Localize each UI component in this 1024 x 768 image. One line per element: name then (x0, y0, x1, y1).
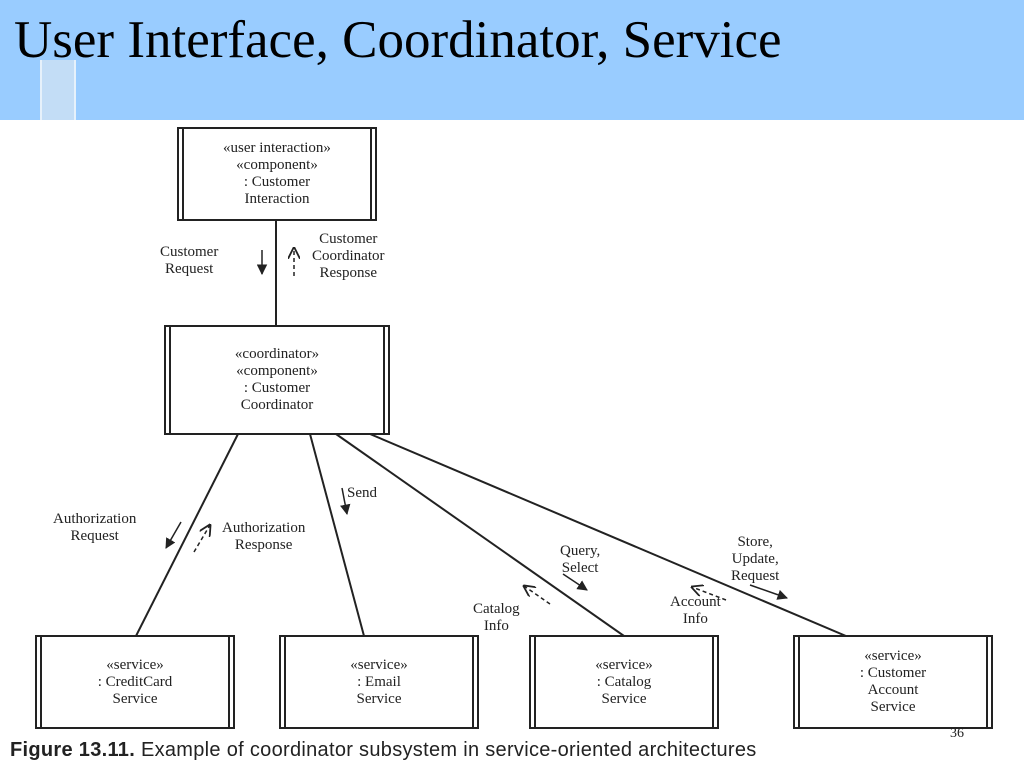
component-name: Service (112, 690, 158, 707)
message-label-line: Request (165, 261, 214, 277)
communication-diagram: «user interaction» «component» : Custome… (0, 120, 1024, 768)
figure-number: Figure 13.11. (10, 739, 136, 761)
customer-coordinator-response-label: Customer Coordinator Response (312, 231, 385, 282)
email-service-component: «service» : Email Service (279, 635, 479, 729)
stereotype-service: «service» (350, 656, 408, 673)
customer-account-service-component: «service» : Customer Account Service (793, 635, 993, 729)
message-label-line: Store, (737, 534, 773, 550)
component-name: : Catalog (596, 673, 652, 690)
message-label-line: Account (670, 594, 721, 610)
link-coordinator-email (309, 433, 365, 637)
message-label-line: Request (731, 568, 780, 584)
send-arrow (340, 487, 351, 516)
message-label-line: Request (70, 528, 119, 544)
link-coordinator-account (369, 433, 847, 637)
stereotype-coordinator: «coordinator» (234, 346, 320, 362)
catalog-info-arrow (524, 586, 551, 605)
page-number: 36 (950, 726, 964, 741)
component-name: : Email (357, 673, 401, 690)
component-name: : Customer (859, 665, 927, 681)
stereotype-component: «component» (236, 363, 318, 379)
message-label-line: Select (561, 560, 599, 576)
message-label-line: Send (347, 485, 377, 501)
component-name: Account (867, 682, 919, 698)
component-name: Service (870, 699, 916, 715)
account-info-arrow (692, 587, 727, 601)
stereotype-component: «component» (236, 157, 318, 173)
slide-title: User Interface, Coordinator, Service (14, 11, 782, 69)
figure-caption: Figure 13.11. Example of coordinator sub… (10, 739, 757, 762)
store-update-request-arrow (749, 584, 788, 600)
link-coordinator-catalog (335, 433, 625, 637)
send-label: Send (347, 485, 377, 502)
message-label-line: Authorization (222, 520, 306, 536)
stereotype-service: «service» (595, 656, 653, 673)
component-name: : Customer (243, 174, 311, 190)
message-label-line: Info (682, 611, 708, 627)
account-info-label: Account Info (670, 594, 721, 628)
title-bar: User Interface, Coordinator, Service (0, 0, 1024, 120)
authorization-request-arrow (165, 521, 182, 549)
message-label-line: Update, (731, 551, 779, 567)
catalog-info-label: Catalog Info (473, 601, 520, 635)
message-label-line: Response (234, 537, 293, 553)
message-label-line: Coordinator (312, 248, 385, 264)
title-accent-bar (40, 60, 76, 120)
figure-caption-text: Example of coordinator subsystem in serv… (140, 739, 757, 761)
authorization-response-arrow (193, 525, 210, 553)
stereotype-service: «service» (864, 648, 922, 664)
stereotype-user-interaction: «user interaction» (223, 140, 331, 156)
customer-request-label: Customer Request (160, 244, 218, 278)
query-select-arrow (562, 573, 588, 591)
component-name: Interaction (244, 191, 310, 207)
component-name: Coordinator (240, 397, 314, 413)
message-label-line: Customer (160, 244, 219, 260)
creditcard-service-component: «service» : CreditCard Service (35, 635, 235, 729)
message-label-line: Response (319, 265, 378, 281)
message-label-line: Authorization (53, 511, 137, 527)
stereotype-service: «service» (106, 656, 164, 673)
customer-coordinator-component: «coordinator» «component» : Customer Coo… (164, 325, 390, 435)
query-select-label: Query, Select (560, 543, 600, 577)
message-label-line: Query, (560, 543, 601, 559)
store-update-request-label: Store, Update, Request (731, 534, 779, 585)
diagram-connectors (135, 220, 847, 637)
authorization-response-label: Authorization Response (222, 520, 305, 554)
message-label-line: Catalog (473, 601, 520, 617)
message-label-line: Customer (319, 231, 378, 247)
link-coordinator-creditcard (135, 433, 239, 637)
component-name: : Customer (243, 380, 311, 396)
catalog-service-component: «service» : Catalog Service (529, 635, 719, 729)
customer-interaction-component: «user interaction» «component» : Custome… (177, 127, 377, 221)
message-label-line: Info (483, 618, 509, 634)
component-name: Service (356, 690, 402, 707)
component-name: Service (601, 690, 647, 707)
authorization-request-label: Authorization Request (53, 511, 136, 545)
component-name: : CreditCard (97, 673, 173, 690)
